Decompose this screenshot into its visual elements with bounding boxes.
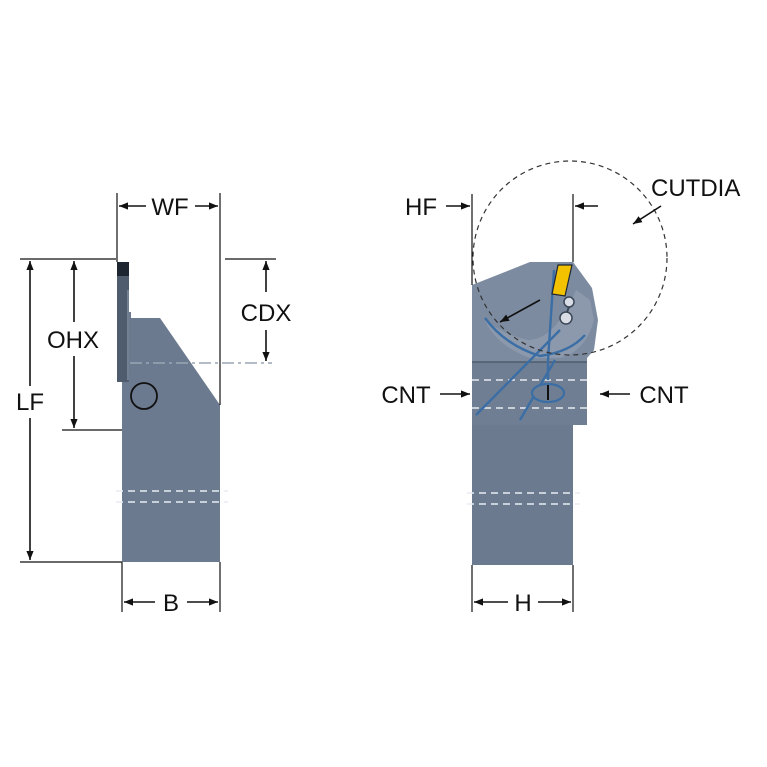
ohx-label: OHX <box>47 327 99 354</box>
front-view-clamp-link <box>566 306 570 313</box>
cutdia-radius-arrow <box>499 299 541 323</box>
cnt-right-label: CNT <box>639 382 689 409</box>
front-view: CUTDIA HF CNT CNT H <box>381 160 740 617</box>
cutdia-leader <box>632 205 662 225</box>
side-view: WF CDX OHX LF B <box>16 193 291 617</box>
side-view-shank <box>122 425 220 562</box>
front-view-head-face <box>484 290 594 358</box>
cdx-label: CDX <box>241 300 292 327</box>
hf-label: HF <box>405 194 437 221</box>
front-view-clamp-hole-lower <box>559 311 573 325</box>
side-view-insert-tip <box>117 262 129 276</box>
side-view-head <box>122 312 220 425</box>
front-view-insert <box>551 264 573 297</box>
lf-label: LF <box>16 389 44 416</box>
h-label: H <box>514 590 531 617</box>
side-view-screw-hole <box>130 382 158 410</box>
b-label: B <box>163 590 179 617</box>
front-view-lower-block <box>472 362 587 425</box>
wf-label: WF <box>151 194 188 221</box>
cutdia-label: CUTDIA <box>651 175 740 202</box>
front-view-shank <box>472 425 573 565</box>
side-view-blade <box>117 262 129 382</box>
front-view-clamp-hole-upper <box>563 296 575 308</box>
cnt-left-label: CNT <box>381 382 431 409</box>
coolant-channel-arc <box>484 317 586 358</box>
coolant-channel-diagonal <box>475 329 561 416</box>
cutdia-circle <box>472 160 668 356</box>
